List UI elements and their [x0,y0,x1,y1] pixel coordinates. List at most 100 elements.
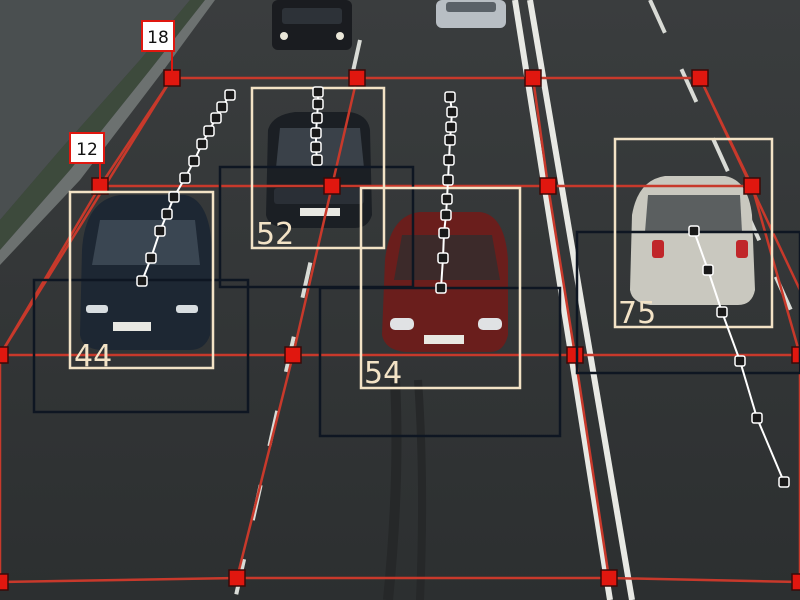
track-point [154,225,166,237]
track-point [136,275,148,287]
grid-node [0,573,9,591]
grid-node [791,346,800,364]
curb [0,0,215,265]
track-point [437,252,449,264]
grid-line-vertical [0,77,174,582]
taillight [652,240,664,258]
headlight [336,32,344,40]
distant-sedan [436,0,506,28]
grid-line-vertical [531,77,611,579]
track-point [168,191,180,203]
vehicle-52-grille [274,188,364,204]
distant-vehicles [272,0,506,50]
track-point [778,476,790,488]
vehicle-label-75: 75 [618,296,656,331]
grid-node [524,69,542,87]
track-line [693,230,785,483]
distant-jeep [272,0,352,50]
distant-jeep-body [272,0,352,50]
track-point [310,141,322,153]
vehicle-44-windshield [92,220,200,265]
headlight [86,305,108,313]
grid-node [691,69,709,87]
track-54 [435,91,458,294]
track-44 [136,89,236,287]
track-point [196,138,208,150]
track-point [179,172,191,184]
license-plate [113,322,151,331]
track-point [716,306,728,318]
track-point [438,227,450,239]
track-point [311,112,323,124]
license-plate [300,208,340,216]
distant-sedan-windshield [446,2,496,12]
detection-box-44 [68,190,215,370]
track-point [751,412,763,424]
calibration-grid-nodes [0,69,800,591]
lane-marking-double-left [512,0,613,600]
grid-line-diagonal [0,77,174,356]
track-point [688,225,700,237]
distance-tag-label: 18 [147,28,169,48]
track-point [312,86,324,98]
grid-node [228,569,246,587]
headlight [176,305,198,313]
distance-tag-label: 12 [76,140,98,160]
grass-strip [0,0,205,250]
track-point [443,154,455,166]
vehicle-75 [630,176,755,305]
license-plate [424,335,464,344]
track-point [446,106,458,118]
track-point [702,264,714,276]
track-52 [310,86,324,166]
vehicle-75-rear-window [645,195,742,232]
vehicle-labels: 44 52 54 75 [74,217,656,391]
track-point [224,89,236,101]
grid-node [348,69,366,87]
trajectories [136,86,790,488]
tire-track [383,379,402,600]
headlight [390,318,414,330]
headlight [478,318,502,330]
grid-node [566,346,584,364]
vehicle-label-52: 52 [256,217,294,252]
track-point [145,252,157,264]
distance-tag-box [141,20,175,52]
distance-tag-18: 18 [141,20,175,78]
zone-box [218,165,415,289]
detection-box-75 [613,137,774,329]
track-point [188,155,200,167]
sidewalk [0,0,190,220]
track-point [210,112,222,124]
track-point [310,127,322,139]
grid-node [284,346,302,364]
grid-line-horizontal [0,576,800,584]
taillight [736,240,748,258]
track-point [203,125,215,137]
distance-tag-12: 12 [69,132,105,186]
track-point [444,134,456,146]
grid-node [743,177,761,195]
track-point [445,121,457,133]
detection-box-54 [359,186,522,390]
grid-line-vertical [235,77,359,579]
grid-node [539,177,557,195]
track-point [311,154,323,166]
track-point [435,282,447,294]
track-point [441,193,453,205]
headlight [280,32,288,40]
track-point [442,174,454,186]
track-point [312,98,324,110]
grid-node [323,177,341,195]
grid-node [791,573,800,591]
track-75 [688,225,790,488]
grid-node [0,346,9,364]
track-point [440,209,452,221]
track-point [216,101,228,113]
track-point [444,91,456,103]
track-point [161,208,173,220]
calibration-grid [0,76,800,584]
track-point [734,355,746,367]
